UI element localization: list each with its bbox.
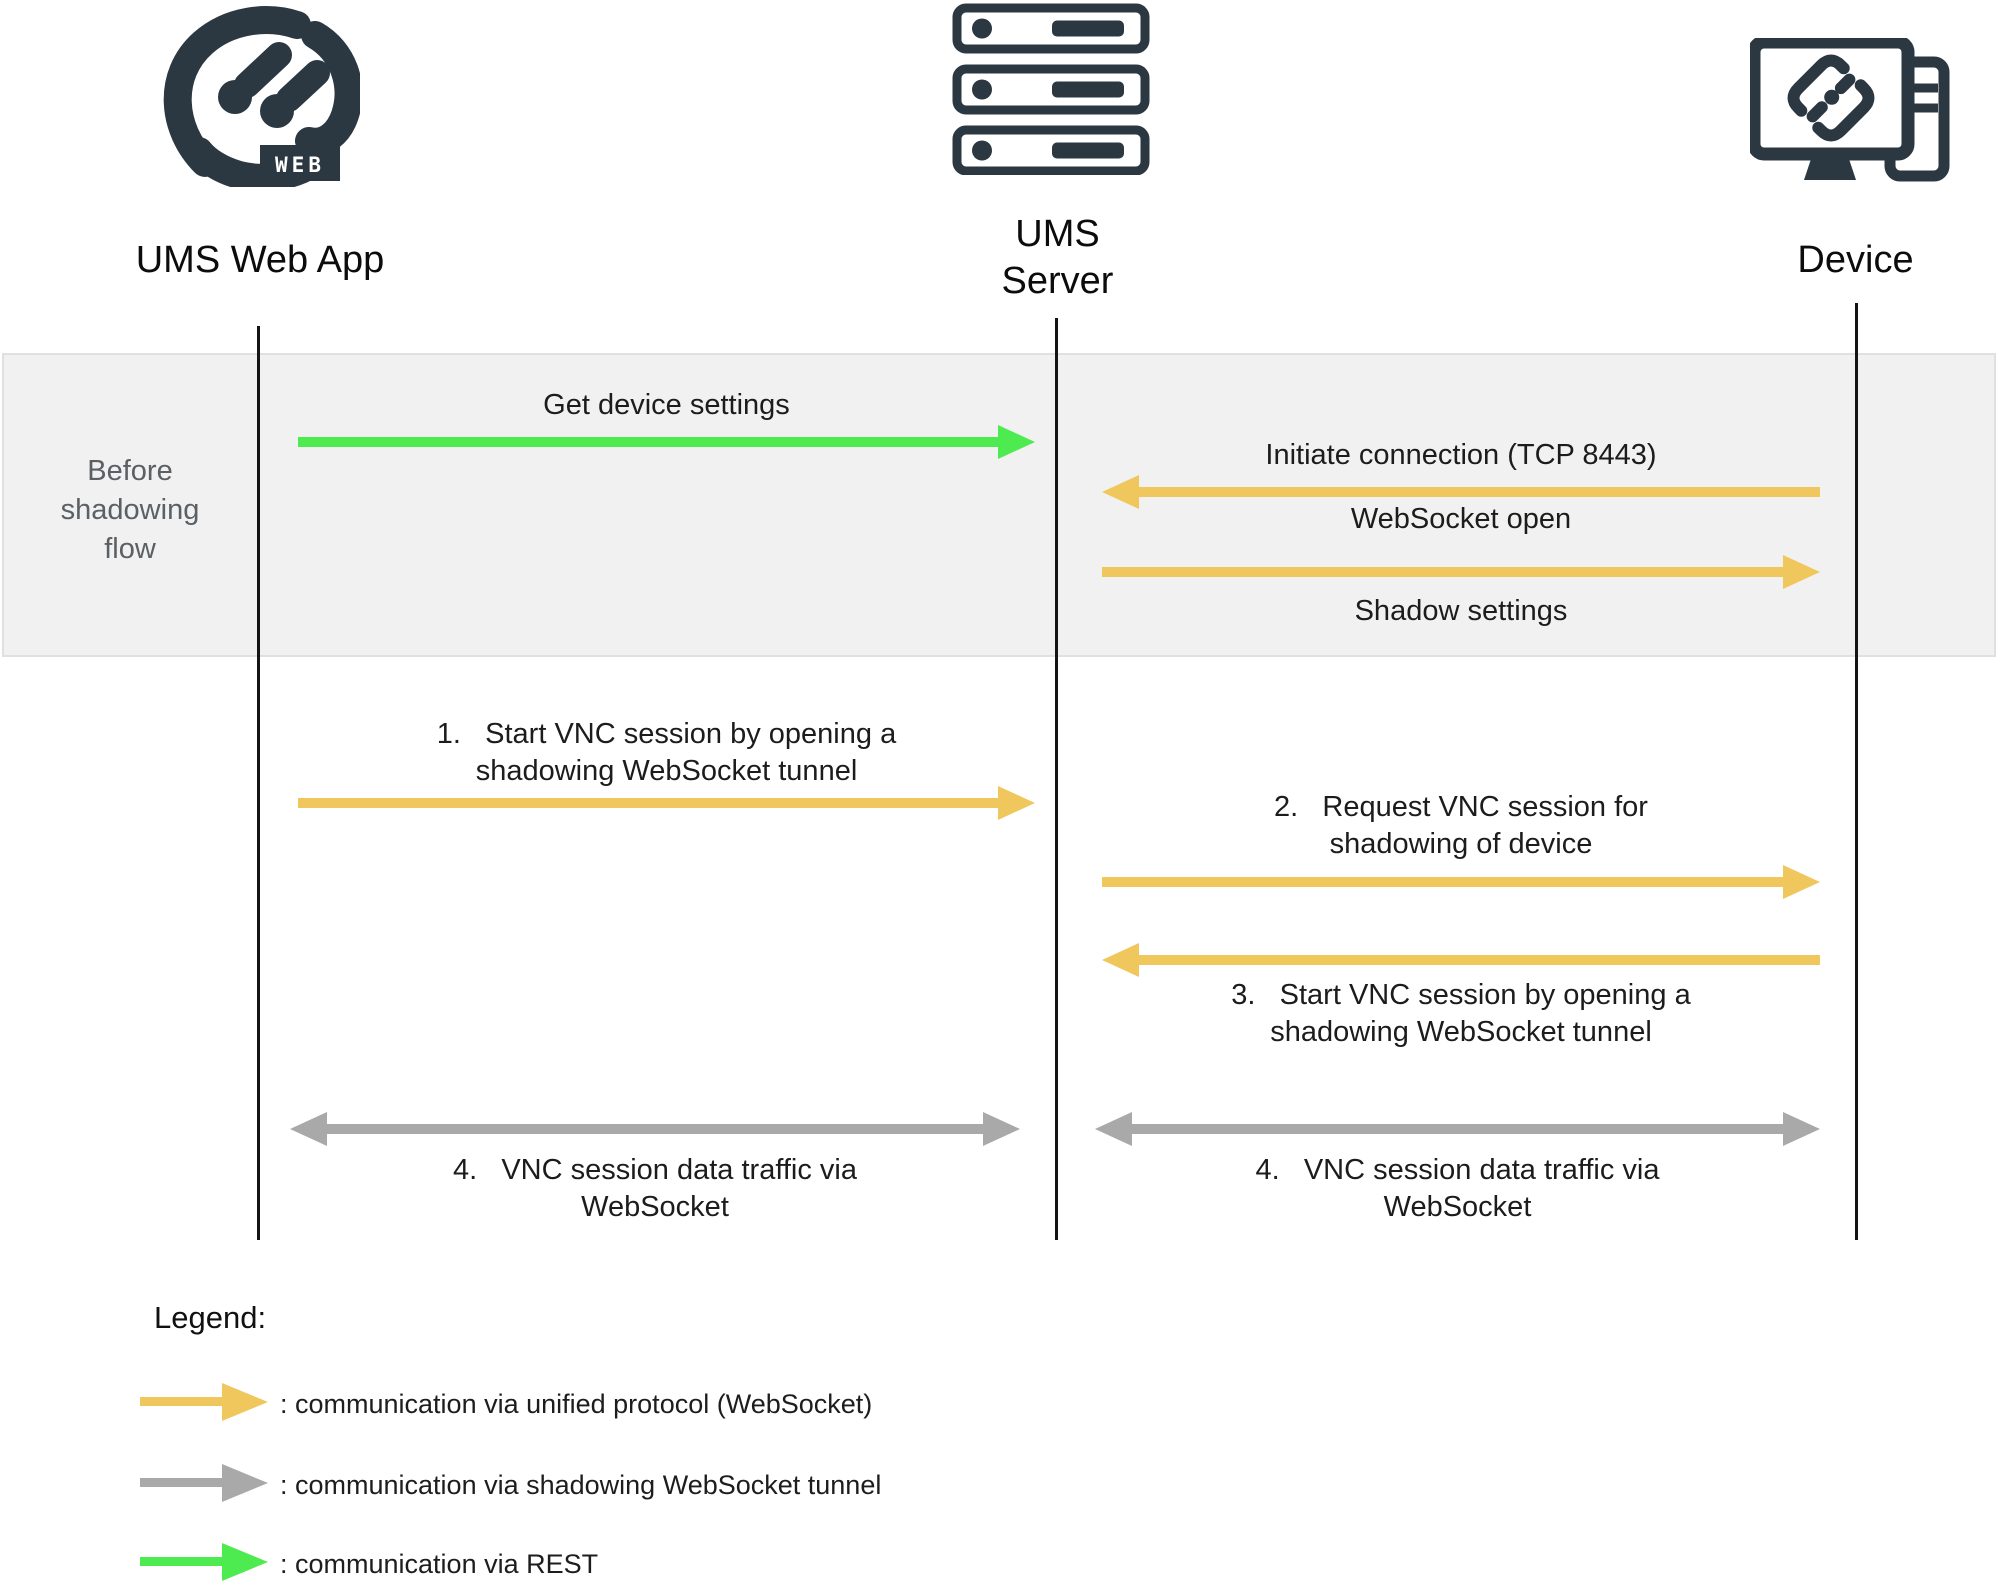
actor-label-ums-server: UMS Server xyxy=(1001,213,1114,302)
legend-unified-arrow-icon xyxy=(140,1382,268,1422)
server-stack-icon xyxy=(952,3,1150,175)
arrow-head-right-icon xyxy=(983,1112,1020,1146)
arrow-head-right-icon xyxy=(998,425,1035,459)
arrow-head-left-icon xyxy=(1102,943,1139,977)
rest-arrow-get-device-settings xyxy=(298,424,1035,460)
arrow-shaft xyxy=(140,1478,226,1487)
arrow-head-right-icon xyxy=(222,1464,268,1502)
unified-arrow-step3 xyxy=(1102,942,1820,978)
arrow-head-right-icon xyxy=(222,1383,268,1421)
arrow-head-right-icon xyxy=(1783,555,1820,589)
unified-arrow-initiate-connection xyxy=(1102,474,1820,510)
legend-item-unified-protocol: : communication via unified protocol (We… xyxy=(280,1389,873,1419)
web-badge-label: WEB xyxy=(275,153,325,177)
arrow-shaft xyxy=(140,1557,226,1566)
message-label-step1: 1. Start VNC session by opening a shadow… xyxy=(436,718,897,787)
arrow-shaft xyxy=(321,1124,989,1134)
arrow-head-right-icon xyxy=(222,1543,268,1581)
lifeline-device xyxy=(1855,303,1858,1240)
unified-arrow-step2 xyxy=(1102,864,1820,900)
arrow-shaft xyxy=(140,1397,226,1406)
phase-band xyxy=(2,353,1996,657)
arrow-head-right-icon xyxy=(1783,1112,1820,1146)
arrow-head-left-icon xyxy=(1102,475,1139,509)
phase-band-label: Before shadowing flow xyxy=(60,455,200,565)
arrow-shaft xyxy=(1102,877,1789,887)
message-label-step3: 3. Start VNC session by opening a shadow… xyxy=(1231,979,1691,1048)
message-label-step4-left: 4. VNC session data traffic via WebSocke… xyxy=(452,1154,858,1223)
message-label-get-device-settings: Get device settings xyxy=(543,389,790,421)
arrow-head-right-icon xyxy=(1783,865,1820,899)
tunnel-arrow-step4-left xyxy=(290,1111,1020,1147)
legend-title: Legend: xyxy=(154,1300,267,1335)
legend-item-shadowing-tunnel: : communication via shadowing WebSocket … xyxy=(280,1470,882,1500)
arrow-head-right-icon xyxy=(998,786,1035,820)
arrow-head-left-icon xyxy=(1095,1112,1132,1146)
message-label-initiate-connection: Initiate connection (TCP 8443) xyxy=(1265,439,1657,471)
arrow-shaft xyxy=(1133,487,1820,497)
arrow-shaft xyxy=(1126,1124,1789,1134)
message-label-step2: 2. Request VNC session for shadowing of … xyxy=(1274,791,1648,860)
arrow-shaft xyxy=(298,798,1004,808)
message-label-shadow-settings: Shadow settings xyxy=(1354,595,1568,627)
device-icon xyxy=(1750,38,1950,182)
igel-web-logo-icon: WEB xyxy=(163,6,360,187)
arrow-shaft xyxy=(1102,567,1789,577)
web-badge xyxy=(260,145,340,181)
lifeline-web-app xyxy=(257,326,260,1240)
message-label-websocket-open: WebSocket open xyxy=(1350,503,1572,535)
lifeline-server xyxy=(1055,318,1058,1240)
legend-tunnel-arrow-icon xyxy=(140,1463,268,1503)
unified-arrow-websocket-open xyxy=(1102,554,1820,590)
unified-arrow-step1 xyxy=(298,785,1035,821)
arrow-shaft xyxy=(298,437,1004,447)
message-label-step4-right: 4. VNC session data traffic via WebSocke… xyxy=(1255,1154,1660,1223)
legend-item-rest: : communication via REST xyxy=(280,1549,599,1579)
arrow-head-left-icon xyxy=(290,1112,327,1146)
actor-label-ums-web-app: UMS Web App xyxy=(135,239,385,281)
actor-label-device: Device xyxy=(1797,239,1914,281)
arrow-shaft xyxy=(1133,955,1820,965)
legend-rest-arrow-icon xyxy=(140,1542,268,1582)
tunnel-arrow-step4-right xyxy=(1095,1111,1820,1147)
